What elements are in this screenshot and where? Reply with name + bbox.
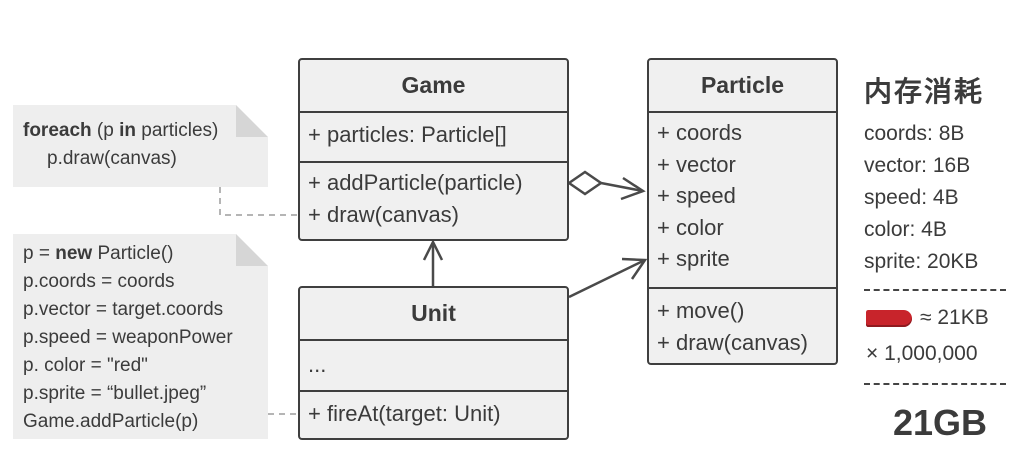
class-fields: ... bbox=[300, 339, 567, 390]
class-methods: + fireAt(target: Unit) bbox=[300, 390, 567, 436]
class-methods: + move() + draw(canvas) bbox=[649, 287, 836, 363]
aggregation-arrowhead bbox=[620, 176, 646, 201]
bullet-icon bbox=[866, 309, 912, 327]
field-row: + sprite bbox=[657, 246, 730, 271]
note-text: (p bbox=[91, 120, 120, 141]
keyword-new: new bbox=[55, 243, 93, 264]
memory-item: color: 4B bbox=[864, 218, 947, 241]
particle-multiplier: × 1,000,000 bbox=[866, 342, 978, 365]
keyword-in: in bbox=[119, 120, 136, 141]
class-name: Particle bbox=[700, 72, 785, 98]
particle-class: Particle + coords + vector + speed + col… bbox=[647, 58, 838, 365]
unit-particle-line bbox=[568, 258, 646, 299]
per-particle-size: ≈ 21KB bbox=[920, 306, 989, 329]
note-fold bbox=[236, 105, 268, 137]
field-row: + particles: Particle[] bbox=[308, 122, 507, 147]
keyword-foreach: foreach bbox=[23, 120, 92, 141]
note-line: Game.addParticle(p) bbox=[23, 411, 199, 432]
method-row: + draw(canvas) bbox=[657, 329, 809, 355]
note-text: Particle() bbox=[92, 243, 174, 264]
method-row: + fireAt(target: Unit) bbox=[308, 401, 501, 426]
class-name: Unit bbox=[411, 300, 456, 326]
field-row: + vector bbox=[657, 151, 736, 177]
memory-title: 内存消耗 bbox=[864, 76, 985, 107]
field-row: ... bbox=[308, 352, 327, 377]
note-line: p. color = "red" bbox=[23, 355, 148, 376]
aggregation-diamond bbox=[566, 170, 604, 196]
draw-loop-note: foreach (p in particles) p.draw(canvas) bbox=[13, 105, 268, 187]
note-fold bbox=[236, 234, 268, 266]
unit-particle-arrowhead bbox=[621, 257, 648, 280]
memory-panel: 内存消耗 coords: 8B vector: 16B speed: 4B co… bbox=[864, 70, 1014, 278]
note-line: foreach (p in particles) bbox=[23, 117, 258, 145]
method-row: + move() bbox=[657, 298, 745, 323]
note-line: p.draw(canvas) bbox=[47, 148, 177, 169]
class-methods: + addParticle(particle) + draw(canvas) bbox=[300, 161, 567, 236]
method-row: + addParticle(particle) bbox=[308, 170, 523, 195]
memory-item: sprite: 20KB bbox=[864, 250, 979, 273]
aggregation-line bbox=[600, 181, 644, 193]
draw-note-link bbox=[219, 187, 298, 216]
separator-line bbox=[864, 289, 1006, 291]
memory-item: speed: 4B bbox=[864, 186, 959, 209]
unit-class: Unit ... + fireAt(target: Unit) bbox=[298, 286, 569, 440]
memory-item: coords: 8B bbox=[864, 122, 965, 145]
separator-line bbox=[864, 383, 1006, 385]
unit-game-arrowhead bbox=[422, 239, 444, 261]
note-line: p.coords = coords bbox=[23, 271, 175, 292]
note-line: p.speed = weaponPower bbox=[23, 327, 233, 348]
game-class: Game + particles: Particle[] + addPartic… bbox=[298, 58, 569, 241]
field-row: + color bbox=[657, 214, 724, 240]
class-fields: + coords + vector + speed + color + spri… bbox=[649, 111, 836, 287]
note-line: p = new Particle() bbox=[23, 240, 258, 268]
field-row: + speed bbox=[657, 183, 736, 208]
method-row: + draw(canvas) bbox=[308, 201, 460, 227]
note-text: p = bbox=[23, 243, 56, 264]
class-name: Game bbox=[401, 72, 466, 98]
note-line: p.vector = target.coords bbox=[23, 299, 224, 320]
note-text: particles) bbox=[135, 120, 219, 141]
note-line: p.sprite = “bullet.jpeg” bbox=[23, 383, 207, 404]
memory-item: vector: 16B bbox=[864, 154, 971, 177]
total-memory: 21GB bbox=[893, 402, 988, 443]
fire-at-note: p = new Particle() p.coords = coords p.v… bbox=[13, 234, 268, 439]
per-particle-row: ≈ 21KB bbox=[866, 306, 989, 330]
class-fields: + particles: Particle[] bbox=[300, 111, 567, 161]
field-row: + coords bbox=[657, 120, 742, 145]
